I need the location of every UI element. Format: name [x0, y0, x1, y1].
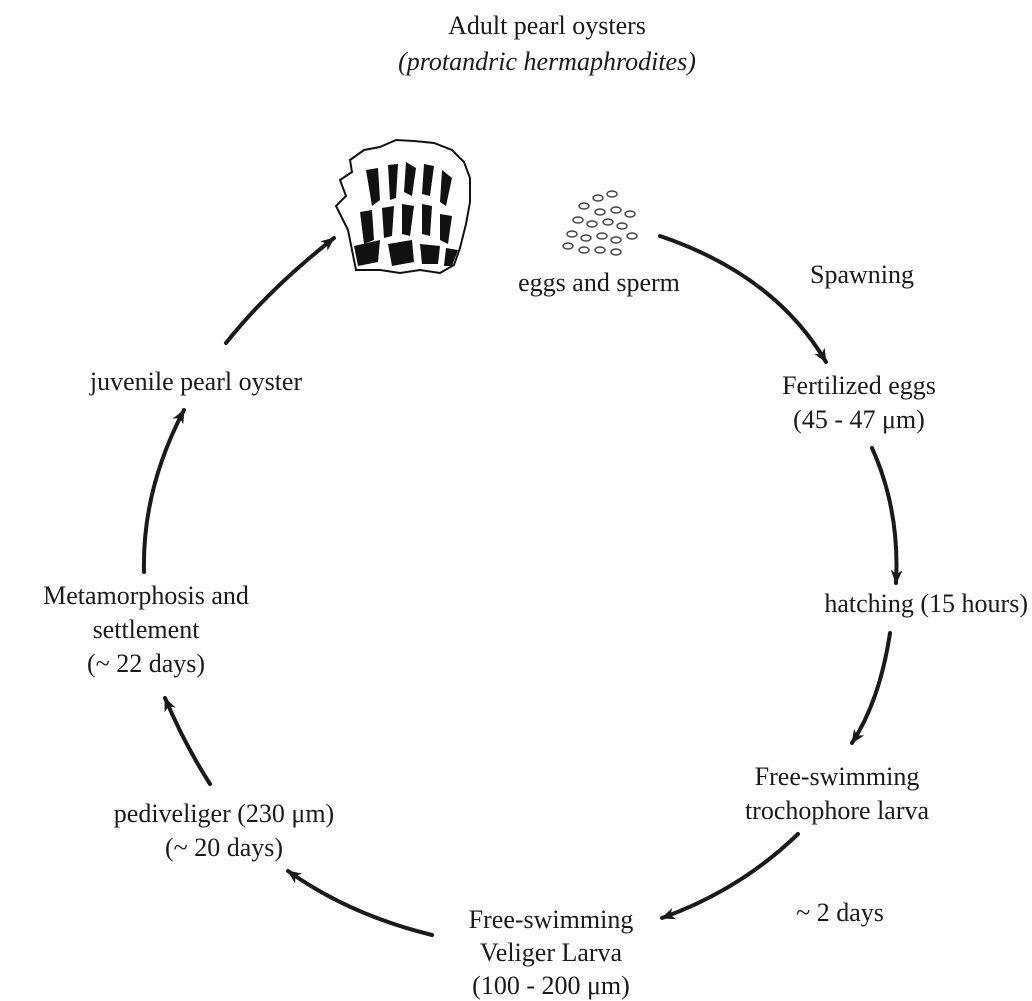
arrow-to-pediveliger	[286, 869, 434, 937]
diagram-subtitle: (protandric hermaphrodites)	[398, 47, 696, 76]
label-juvenile: juvenile pearl oyster	[89, 367, 303, 396]
label-trochophore-2: trochophore larva	[745, 796, 930, 825]
arrow-to-trochophore	[850, 631, 892, 745]
label-metamorphosis-1: Metamorphosis and	[43, 581, 249, 610]
label-two-days: ~ 2 days	[796, 898, 884, 927]
label-hatching: hatching (15 hours)	[824, 589, 1028, 618]
label-eggs-and-sperm: eggs and sperm	[518, 268, 680, 297]
arrow-to-adult	[224, 236, 336, 345]
arrow-to-veliger	[660, 832, 800, 920]
arrow-to-juvenile	[141, 408, 186, 574]
arrow-spawning	[658, 234, 828, 364]
label-spawning: Spawning	[810, 260, 914, 289]
label-pediveliger: pediveliger (230 μm)	[114, 799, 334, 828]
diagram-title: Adult pearl oysters	[448, 11, 646, 40]
arrow-to-hatching	[870, 446, 903, 585]
label-veliger-1: Free-swimming	[469, 905, 634, 934]
eggs-and-sperm-icon	[562, 190, 638, 256]
label-fertilized-size: (45 - 47 μm)	[793, 405, 925, 434]
label-metamorphosis-days: (~ 22 days)	[87, 649, 205, 678]
label-veliger-2: Veliger Larva	[480, 938, 623, 967]
label-veliger-size: (100 - 200 μm)	[472, 971, 630, 1000]
label-trochophore-1: Free-swimming	[755, 762, 920, 791]
label-fertilized-eggs: Fertilized eggs	[782, 371, 936, 400]
adult-pearl-oyster-icon	[334, 138, 471, 275]
arrow-to-metamorphosis	[163, 696, 212, 786]
label-metamorphosis-2: settlement	[93, 615, 201, 644]
label-pediveliger-days: (~ 20 days)	[165, 833, 283, 862]
